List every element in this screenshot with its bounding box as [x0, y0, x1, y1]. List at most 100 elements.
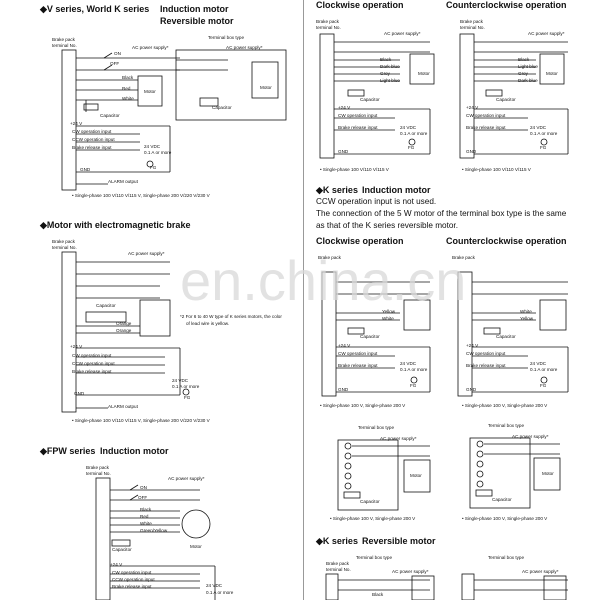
vdc-current-r2: 0.1 A or more [530, 131, 558, 136]
brake-pack-r2: Brake pack [460, 19, 483, 24]
supply-note-r4: • Single-phase 100 V, Single-phase 200 V [462, 403, 548, 408]
fg-label: FG [150, 165, 157, 170]
wire-red: Red [122, 86, 131, 91]
capacitor-r5: Capacitor [360, 499, 380, 504]
ccw-input-label-3: CCW operation input [112, 577, 155, 582]
cw-title-1: Clockwise operation [316, 0, 404, 10]
gnd-r3: GND [338, 387, 349, 392]
wire-grey-r1: Grey [380, 71, 390, 76]
motor-r1: Motor [418, 71, 430, 76]
wire-yellow-r3: Yellow [382, 309, 396, 314]
terminal-box-type-label: Terminal box type [208, 35, 245, 40]
brake-pack-r3: Brake pack [318, 255, 341, 260]
vdc-r3: 24 VDC [400, 361, 417, 366]
wire-orange-1: Orange [116, 321, 132, 326]
vdc-r4: 24 VDC [530, 361, 547, 366]
fg-r2: FG [540, 145, 547, 150]
gnd-r2: GND [466, 149, 477, 154]
gnd-label: GND [80, 167, 91, 172]
wire-orange-2: Orange [116, 328, 132, 333]
brake-pack-label: Brake pack [52, 37, 75, 42]
brake-pack-r4: Brake pack [452, 255, 475, 260]
brake-release-r2: Brake release input [466, 125, 506, 130]
ac-supply-r6: AC power supply* [512, 434, 549, 439]
ccw-title-1: Counterclockwise operation [446, 0, 567, 10]
on-label: ON [114, 51, 121, 56]
cw-input-r2: CW operation input [466, 113, 506, 118]
ac-supply-r8: AC power supply* [522, 569, 559, 574]
capacitor-r2: Capacitor [496, 97, 516, 102]
brake-release-r3: Brake release input [338, 363, 378, 368]
cw-input-label: CW operation input [72, 129, 112, 134]
diagram-terminal-box-ccw [469, 437, 561, 509]
note-lead-color-2: of lead wire is yellow. [186, 321, 230, 326]
supply-note-2: • Single-phase 100 V/110 V/115 V, Single… [72, 418, 210, 423]
v24-r2: +24 V [466, 105, 479, 110]
gnd-label-2: GND [74, 391, 85, 396]
capacitor-label: Capacitor [100, 113, 120, 118]
brake-release-r1: Brake release input [338, 125, 378, 130]
ac-supply-label-4: AC power supply* [168, 476, 205, 481]
k-series-text-3: as that of the K series reversible motor… [316, 221, 458, 230]
ccw-title-2: Counterclockwise operation [446, 236, 567, 246]
supply-note-r5: • Single-phase 100 V, Single-phase 200 V [330, 516, 416, 521]
supply-note-r6: • Single-phase 100 V, Single-phase 200 V [462, 516, 548, 521]
wire-white-r4: White [520, 309, 532, 314]
k-series-title: ◆K series [316, 185, 358, 195]
motor-label: Motor [144, 89, 156, 94]
k-series-subtitle: Induction motor [362, 185, 431, 195]
brake-release-label-2: Brake release input [72, 369, 112, 374]
supply-note-r2: • Single-phase 100 V/110 V/115 V [462, 167, 531, 172]
wire-black-r2: Black [518, 57, 530, 62]
vdc-current-r1: 0.1 A or more [400, 131, 428, 136]
k-series-text-2: The connection of the 5 W motor of the t… [316, 209, 567, 218]
capacitor-label-4: Capacitor [112, 547, 132, 552]
off-label: OFF [110, 61, 120, 66]
diagram-terminal-box-cw [337, 439, 431, 511]
vdc-label: 24 VDC [144, 144, 161, 149]
v24-r3: +24 V [338, 343, 351, 348]
k2-series-subtitle: Reversible motor [362, 536, 436, 546]
wire-white-2: White [140, 521, 152, 526]
supply-note-r3: • Single-phase 100 V, Single-phase 200 V [320, 403, 406, 408]
diagram-cw-mid [321, 271, 431, 397]
vdc-current-label-3: 0.1 A or more [206, 590, 234, 595]
brake-pack-label-3: Brake pack [86, 465, 109, 470]
wire-yellow-r4: Yellow [520, 316, 534, 321]
terminal-no-label: terminal No. [52, 43, 77, 48]
fg-r1: FG [408, 145, 415, 150]
sec1-title: ◆V series, World K series [40, 4, 150, 14]
gnd-r1: GND [338, 149, 349, 154]
brake-release-r4: Brake release input [466, 363, 506, 368]
supply-note-1: • Single-phase 100 V/110 V/115 V, Single… [72, 193, 210, 198]
terminal-box-type-r3: Terminal box type [356, 555, 393, 560]
fg-r4: FG [540, 383, 547, 388]
diagram-reversible-cw [325, 573, 435, 600]
wire-black-r7: Black [372, 592, 384, 597]
brake-release-label-3: Brake release input [112, 584, 152, 589]
wire-white-r3: White [382, 316, 394, 321]
cw-title-2: Clockwise operation [316, 236, 404, 246]
sec1-subtitle-2: Reversible motor [160, 16, 234, 26]
k-series-text-1: CCW operation input is not used. [316, 197, 437, 206]
terminal-no-label-3: terminal No. [86, 471, 111, 476]
brake-pack-r7: Brake pack [326, 561, 349, 566]
motor-r5: Motor [410, 473, 422, 478]
diagram-reversible-ccw [461, 573, 568, 600]
sec3-subtitle: Induction motor [100, 446, 169, 456]
wire-lightblue-r2: Light blue [518, 64, 538, 69]
wire-black-r1: Black [380, 57, 392, 62]
diagram-fpw-series [95, 477, 216, 600]
terminal-box-type-r1: Terminal box type [358, 425, 395, 430]
diagram-brake-motor [61, 251, 190, 413]
vdc-r2: 24 VDC [530, 125, 547, 130]
cw-input-r3: CW operation input [338, 351, 378, 356]
on-label-2: ON [140, 485, 147, 490]
vdc-current-label: 0.1 A or more [144, 150, 172, 155]
cw-input-r1: CW operation input [338, 113, 378, 118]
capacitor-label-3: Capacitor [96, 303, 116, 308]
alarm-output-label-2: ALARM output [108, 404, 138, 409]
sec3-title: ◆FPW series [40, 446, 96, 456]
wire-darkblue-r2: Dark blue [518, 78, 538, 83]
